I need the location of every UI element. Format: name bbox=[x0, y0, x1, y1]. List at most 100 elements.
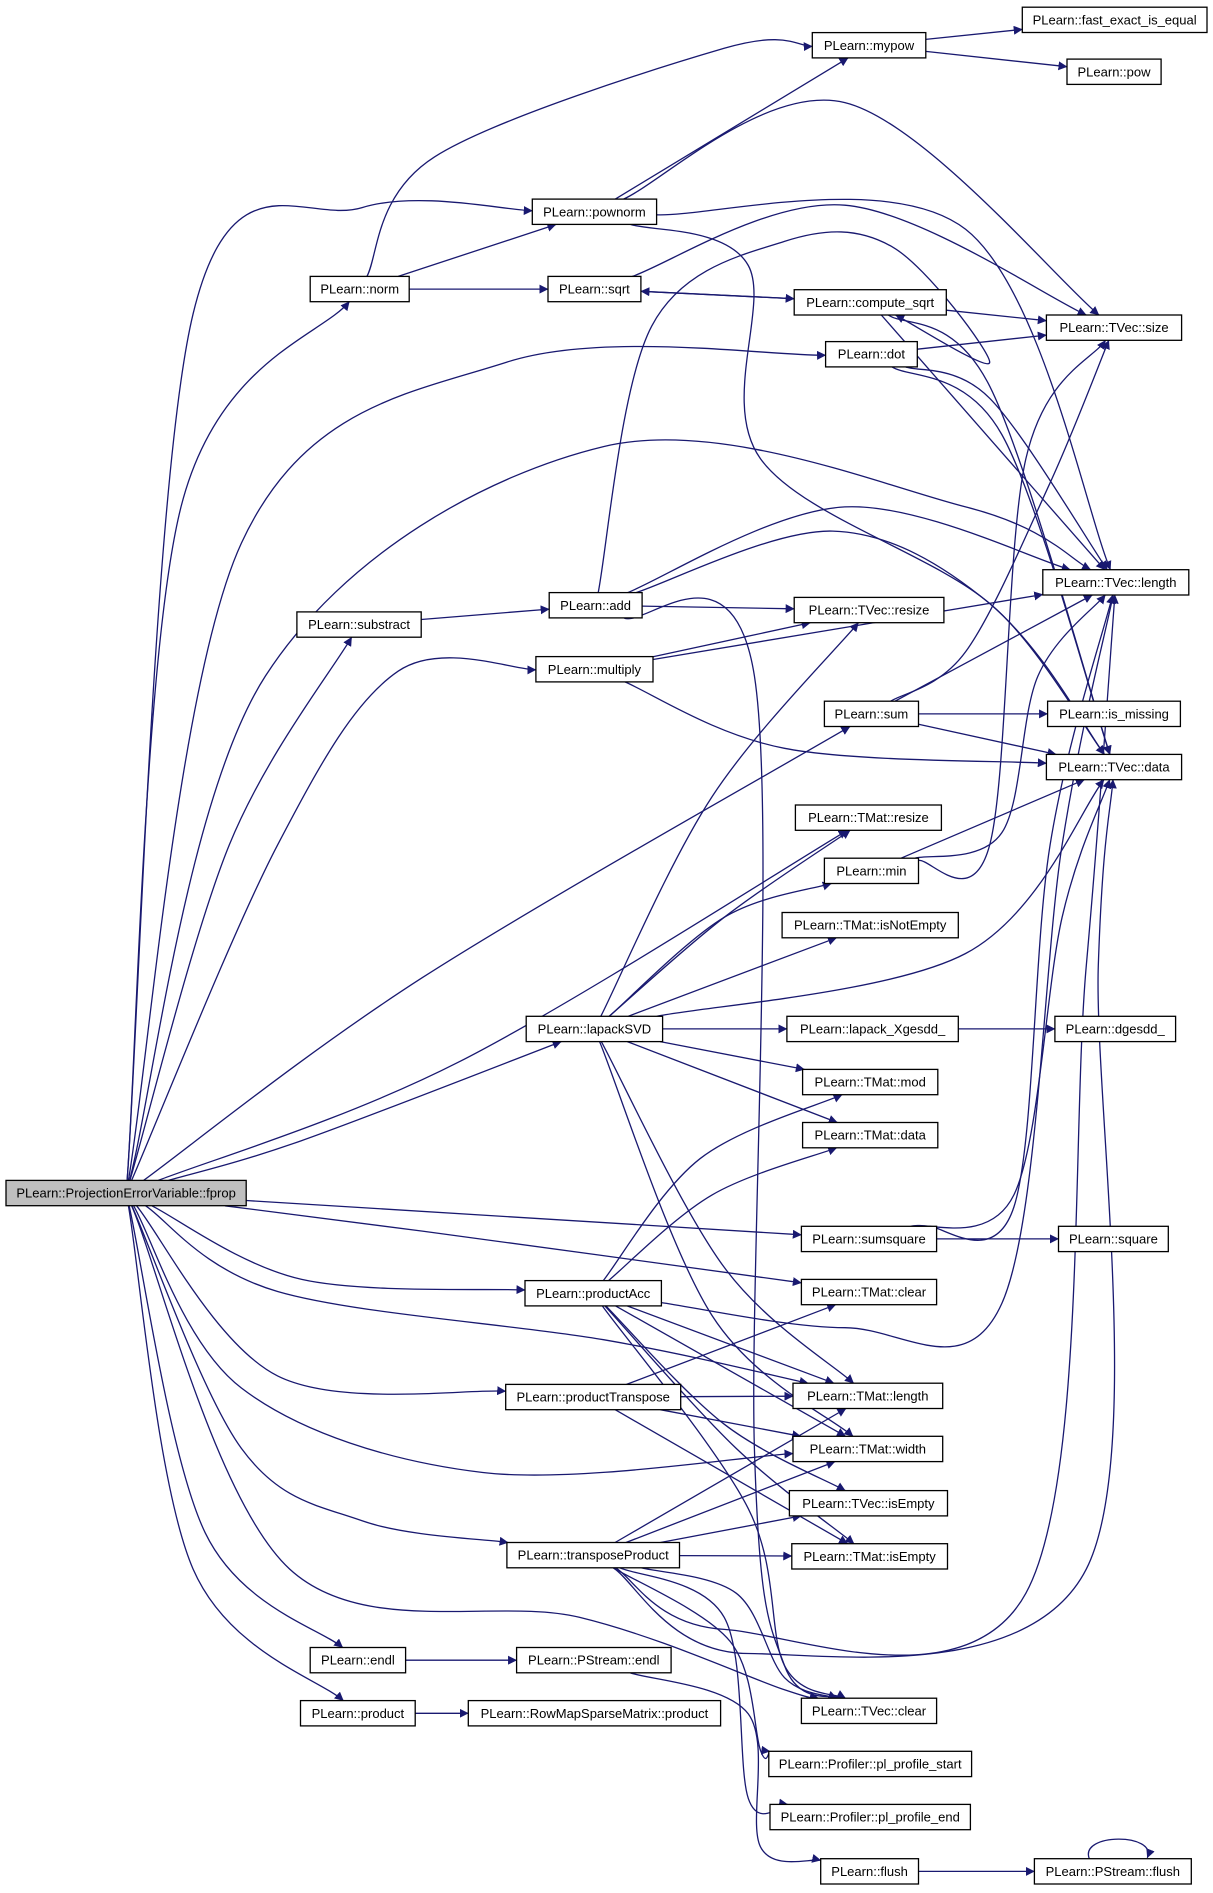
node-box bbox=[794, 804, 943, 831]
node-label: PLearn::sumsquare bbox=[812, 1231, 925, 1246]
edge-pstream_endl-to-flush bbox=[630, 1672, 822, 1863]
edge-productAcc-to-tmat_mod bbox=[602, 1094, 843, 1282]
node-label: PLearn::TMat::clear bbox=[812, 1285, 927, 1300]
node-box bbox=[309, 1646, 407, 1674]
function-node-pl_profile_start[interactable]: PLearn::Profiler::pl_profile_start bbox=[768, 1750, 973, 1778]
node-box bbox=[820, 1858, 920, 1885]
function-node-pow[interactable]: PLearn::pow bbox=[1066, 58, 1162, 86]
node-label: PLearn::mypow bbox=[824, 38, 915, 53]
function-node-add[interactable]: PLearn::add bbox=[548, 591, 643, 619]
node-box bbox=[769, 1803, 972, 1831]
node-label: PLearn::flush bbox=[831, 1864, 908, 1879]
function-node-norm[interactable]: PLearn::norm bbox=[309, 275, 410, 303]
node-label: PLearn::ProjectionErrorVariable::fprop bbox=[16, 1186, 235, 1201]
function-node-tvec_isEmpty[interactable]: PLearn::TVec::isEmpty bbox=[788, 1489, 949, 1517]
function-node-tmat_isNotEmpty[interactable]: PLearn::TMat::isNotEmpty bbox=[781, 911, 959, 939]
function-node-pl_profile_end[interactable]: PLearn::Profiler::pl_profile_end bbox=[769, 1803, 972, 1831]
function-node-sumsquare[interactable]: PLearn::sumsquare bbox=[800, 1225, 938, 1253]
node-box bbox=[800, 1278, 938, 1306]
node-label: PLearn::TVec::resize bbox=[809, 603, 930, 618]
function-node-pownorm[interactable]: PLearn::pownorm bbox=[531, 198, 658, 226]
node-box bbox=[524, 1279, 663, 1307]
edge-fprop-to-tmat_clear bbox=[224, 1205, 802, 1287]
function-node-sqrt[interactable]: PLearn::sqrt bbox=[547, 275, 642, 303]
node-label: PLearn::fast_exact_is_equal bbox=[1033, 12, 1197, 27]
function-node-transposeProduct[interactable]: PLearn::transposeProduct bbox=[506, 1541, 681, 1569]
edge-pownorm-to-tvec_data bbox=[630, 223, 1105, 755]
edge-lapackSVD-to-tmat_mod bbox=[660, 1040, 805, 1073]
node-box bbox=[1054, 1015, 1177, 1043]
function-node-fprop[interactable]: PLearn::ProjectionErrorVariable::fprop bbox=[5, 1179, 247, 1207]
function-node-tmat_resize[interactable]: PLearn::TMat::resize bbox=[794, 804, 943, 831]
function-node-productAcc[interactable]: PLearn::productAcc bbox=[524, 1279, 663, 1307]
node-label: PLearn::transposeProduct bbox=[518, 1548, 669, 1563]
node-box bbox=[525, 1015, 664, 1043]
node-label: PLearn::TMat::length bbox=[807, 1388, 928, 1403]
edge-sumsquare-to-tvec_length bbox=[926, 594, 1115, 1241]
node-box bbox=[547, 275, 642, 303]
function-node-square[interactable]: PLearn::square bbox=[1057, 1225, 1169, 1253]
edge-productAcc-to-tvec_clear bbox=[601, 1305, 846, 1699]
node-box bbox=[1021, 6, 1208, 34]
function-node-sum[interactable]: PLearn::sum bbox=[823, 700, 920, 728]
function-node-tvec_resize[interactable]: PLearn::TVec::resize bbox=[793, 596, 945, 624]
node-box bbox=[793, 596, 945, 624]
edge-add-to-tvec_data bbox=[635, 530, 1105, 755]
edge-transposeProduct-to-tvec_length bbox=[615, 594, 1119, 1656]
function-node-tvec_size[interactable]: PLearn::TVec::size bbox=[1045, 314, 1183, 341]
edge-add-to-tvec_length bbox=[627, 506, 1071, 594]
function-node-rowmap_product[interactable]: PLearn::RowMapSparseMatrix::product bbox=[467, 1699, 722, 1727]
edge-compute_sqrt-to-sqrt bbox=[640, 287, 795, 300]
function-node-product[interactable]: PLearn::product bbox=[299, 1699, 416, 1727]
edge-fprop-to-tvec_clear bbox=[131, 1205, 819, 1701]
edge-dot-to-tvec_size bbox=[917, 331, 1047, 350]
function-node-dgesdd_[interactable]: PLearn::dgesdd_ bbox=[1054, 1015, 1177, 1043]
edge-multiply-to-tvec_data bbox=[624, 681, 1047, 768]
function-node-substract[interactable]: PLearn::substract bbox=[296, 611, 422, 638]
function-node-pstream_flush[interactable]: PLearn::PStream::flush bbox=[1033, 1858, 1192, 1885]
node-box bbox=[1046, 700, 1182, 728]
function-node-lapackSVD[interactable]: PLearn::lapackSVD bbox=[525, 1015, 664, 1043]
node-label: PLearn::TMat::width bbox=[810, 1442, 926, 1457]
function-node-is_missing[interactable]: PLearn::is_missing bbox=[1046, 700, 1182, 728]
function-node-dot[interactable]: PLearn::dot bbox=[824, 340, 918, 368]
edge-lapackSVD-to-min bbox=[608, 881, 832, 1017]
function-node-tmat_isEmpty[interactable]: PLearn::TMat::isEmpty bbox=[791, 1543, 949, 1570]
node-label: PLearn::compute_sqrt bbox=[806, 295, 934, 310]
function-node-min[interactable]: PLearn::min bbox=[823, 857, 920, 885]
function-node-fast_exact_is_equal[interactable]: PLearn::fast_exact_is_equal bbox=[1021, 6, 1208, 34]
edge-multiply-to-tvec_resize bbox=[652, 620, 811, 658]
function-node-tmat_mod[interactable]: PLearn::TMat::mod bbox=[801, 1068, 939, 1096]
function-node-tmat_data[interactable]: PLearn::TMat::data bbox=[801, 1121, 939, 1149]
function-node-multiply[interactable]: PLearn::multiply bbox=[535, 655, 654, 683]
edge-compute_sqrt-to-tvec_size bbox=[946, 309, 1047, 325]
edge-fprop-to-substract bbox=[129, 636, 353, 1181]
node-label: PLearn::dgesdd_ bbox=[1066, 1021, 1166, 1036]
function-node-productTranspose[interactable]: PLearn::productTranspose bbox=[505, 1383, 682, 1411]
edge-fprop-to-lapackSVD bbox=[168, 1040, 562, 1182]
function-node-tvec_length[interactable]: PLearn::TVec::length bbox=[1042, 569, 1190, 596]
node-label: PLearn::productAcc bbox=[536, 1286, 651, 1301]
function-node-endl[interactable]: PLearn::endl bbox=[309, 1646, 407, 1674]
call-edges bbox=[126, 25, 1155, 1876]
function-node-tmat_width[interactable]: PLearn::TMat::width bbox=[792, 1435, 944, 1463]
node-label: PLearn::TMat::data bbox=[815, 1128, 927, 1143]
node-box bbox=[506, 1541, 681, 1569]
edge-sum-to-tvec_data bbox=[918, 723, 1057, 757]
function-node-tmat_clear[interactable]: PLearn::TMat::clear bbox=[800, 1278, 938, 1306]
function-node-tvec_clear[interactable]: PLearn::TVec::clear bbox=[800, 1697, 938, 1725]
function-node-pstream_endl[interactable]: PLearn::PStream::endl bbox=[515, 1646, 672, 1674]
function-node-tmat_length[interactable]: PLearn::TMat::length bbox=[792, 1382, 944, 1410]
edge-sum-to-tvec_size bbox=[890, 339, 1110, 702]
edge-pstream_flush-to-pstream_flush bbox=[1087, 1838, 1155, 1859]
edge-transposeProduct-to-tvec_data bbox=[612, 779, 1117, 1658]
edge-transposeProduct-to-tvec_isEmpty bbox=[660, 1513, 802, 1544]
function-node-mypow[interactable]: PLearn::mypow bbox=[811, 31, 927, 59]
function-node-flush[interactable]: PLearn::flush bbox=[820, 1858, 920, 1885]
node-box bbox=[1045, 314, 1183, 341]
function-node-tvec_data[interactable]: PLearn::TVec::data bbox=[1045, 753, 1183, 781]
function-node-lapack_Xgesdd_[interactable]: PLearn::lapack_Xgesdd_ bbox=[786, 1015, 959, 1043]
function-node-compute_sqrt[interactable]: PLearn::compute_sqrt bbox=[793, 289, 947, 316]
edge-productAcc-to-tmat_width bbox=[615, 1305, 846, 1437]
node-box bbox=[309, 275, 410, 303]
